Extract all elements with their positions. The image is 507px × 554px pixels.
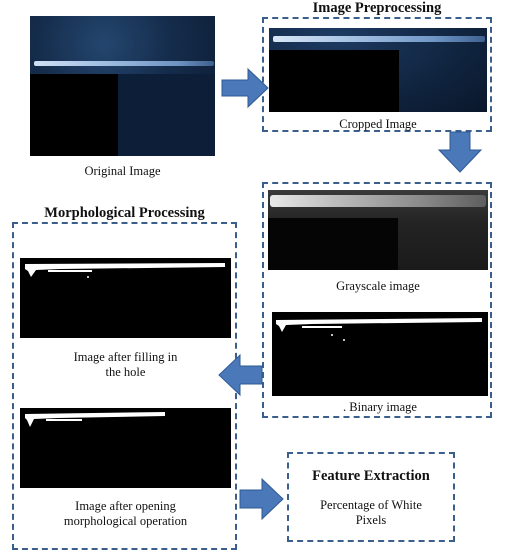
morphological-title: Morphological Processing — [44, 205, 205, 221]
preprocessing-box-lower — [262, 182, 492, 418]
cropped-caption: Cropped Image — [339, 117, 417, 131]
opening-caption-line1: Image after opening — [75, 499, 176, 513]
arrow-down-icon — [437, 131, 483, 173]
original-image — [30, 16, 215, 156]
original-caption: Original Image — [84, 164, 161, 178]
filling-shape — [25, 263, 225, 278]
grayscale-image — [268, 190, 488, 270]
opening-caption: Image after opening morphological operat… — [20, 499, 231, 529]
filling-caption: Image after filling in the hole — [20, 350, 231, 380]
preprocessing-title: Image Preprocessing — [312, 0, 442, 16]
opening-shape — [25, 412, 165, 427]
grayscale-caption: Grayscale image — [336, 279, 420, 293]
cropped-dark-region — [269, 50, 399, 112]
original-lower-region — [118, 74, 215, 156]
binary-caption: . Binary image — [343, 400, 417, 414]
original-dark-region — [30, 74, 118, 156]
opening-caption-line2: morphological operation — [63, 514, 188, 528]
feature-text: Percentage of White Pixels — [287, 498, 455, 528]
original-edge-highlight — [34, 61, 214, 66]
feature-text-line2: Pixels — [355, 513, 387, 527]
cropped-edge-highlight — [273, 36, 485, 42]
opening-image — [20, 408, 231, 488]
arrow-right-feature-icon — [239, 477, 284, 521]
filling-caption-line1: Image after filling in — [73, 350, 178, 364]
feature-box — [287, 452, 455, 542]
filling-caption-line2: the hole — [105, 365, 146, 379]
feature-text-line1: Percentage of White — [320, 498, 422, 512]
binary-image — [272, 312, 488, 396]
grayscale-edge-highlight — [270, 195, 486, 207]
feature-title: Feature Extraction — [312, 468, 430, 484]
binary-shape — [276, 318, 482, 341]
filling-image — [20, 258, 231, 338]
grayscale-dark-region — [268, 218, 398, 270]
cropped-image — [269, 28, 487, 112]
